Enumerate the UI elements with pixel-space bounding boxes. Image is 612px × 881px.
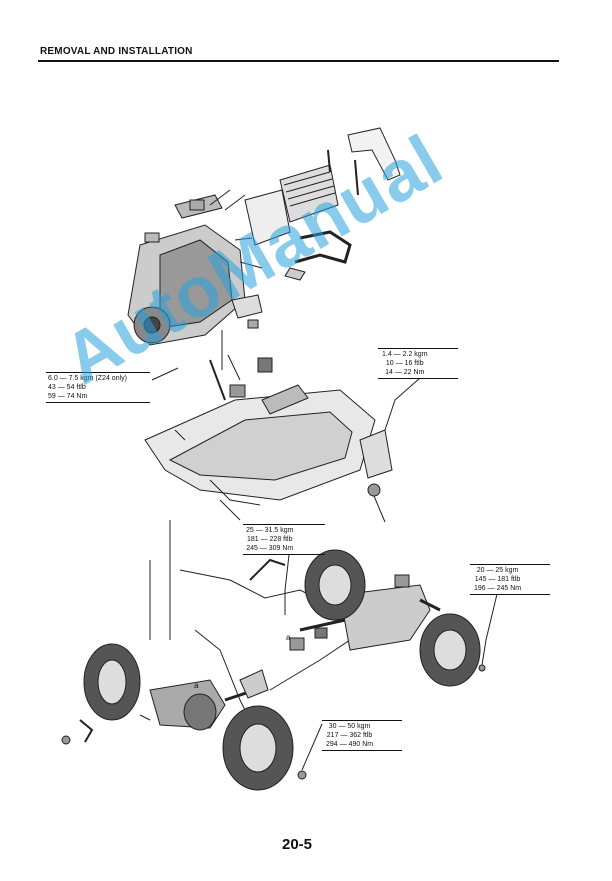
spec-line: 6.0 — 7.5 kgm (Z24 only) xyxy=(48,375,127,382)
spec-line: 245 — 309 Nm xyxy=(246,545,294,552)
engine-mount xyxy=(209,294,273,401)
front-differential xyxy=(289,574,441,651)
spec-rule xyxy=(322,720,402,721)
spec-rule xyxy=(470,564,550,565)
spec-line: 20 — 25 kgm xyxy=(476,567,519,574)
torque-spec-bottom: 30 — 50 kgm 217 — 362 ftlb 294 — 490 Nm xyxy=(326,722,373,749)
page-number: 20-5 xyxy=(282,836,313,853)
wheel-upper-center xyxy=(304,549,366,621)
transfer-mount xyxy=(359,429,393,523)
engine-assembly xyxy=(127,189,263,346)
header-rule xyxy=(38,60,559,62)
wheel-right xyxy=(419,613,481,687)
spec-rule xyxy=(46,402,150,403)
torque-spec-left: 6.0 — 7.5 kgm (Z24 only) 43 — 54 ftlb 59… xyxy=(48,374,127,401)
torque-spec-right: 20 — 25 kgm 145 — 181 ftlb 196 — 245 Nm xyxy=(474,566,521,593)
spec-rule xyxy=(243,554,325,555)
spec-line: 145 — 181 ftlb xyxy=(474,576,521,583)
spec-line: 25 — 31.5 kgm xyxy=(246,527,294,534)
crossmember-frame xyxy=(144,384,376,521)
spec-line: 1.4 — 2.2 kgm xyxy=(382,351,428,358)
spec-line: 30 — 50 kgm xyxy=(328,723,371,730)
spec-rule xyxy=(378,348,458,349)
spec-line: 14 — 22 Nm xyxy=(385,369,425,376)
spec-line: 196 — 245 Nm xyxy=(474,585,522,592)
knuckle-axle xyxy=(61,669,269,745)
spec-line: 43 — 54 ftlb xyxy=(48,384,86,391)
wheel-left xyxy=(83,643,141,721)
label-a2: a xyxy=(194,681,199,690)
spec-line: 59 — 74 Nm xyxy=(48,393,88,400)
spec-rule xyxy=(322,750,402,751)
page-header-title: REMOVAL AND INSTALLATION xyxy=(40,46,193,57)
label-a1: a xyxy=(286,633,291,642)
spec-rule xyxy=(470,594,550,595)
spec-rule xyxy=(243,524,325,525)
spec-rule xyxy=(46,372,150,373)
spec-rule xyxy=(378,378,458,379)
spec-line: 181 — 228 ftlb xyxy=(246,536,293,543)
spec-line: 10 — 16 ftlb xyxy=(385,360,424,367)
spec-line: 217 — 362 ftlb xyxy=(326,732,373,739)
coolant-hoses xyxy=(284,230,352,281)
torque-spec-upper-right: 1.4 — 2.2 kgm 10 — 16 ftlb 14 — 22 Nm xyxy=(382,350,428,377)
spec-line: 294 — 490 Nm xyxy=(326,741,374,748)
wheel-bottom xyxy=(222,705,294,791)
radiator-shroud xyxy=(244,127,401,246)
torque-spec-middle: 25 — 31.5 kgm 181 — 228 ftlb 245 — 309 N… xyxy=(246,526,293,553)
